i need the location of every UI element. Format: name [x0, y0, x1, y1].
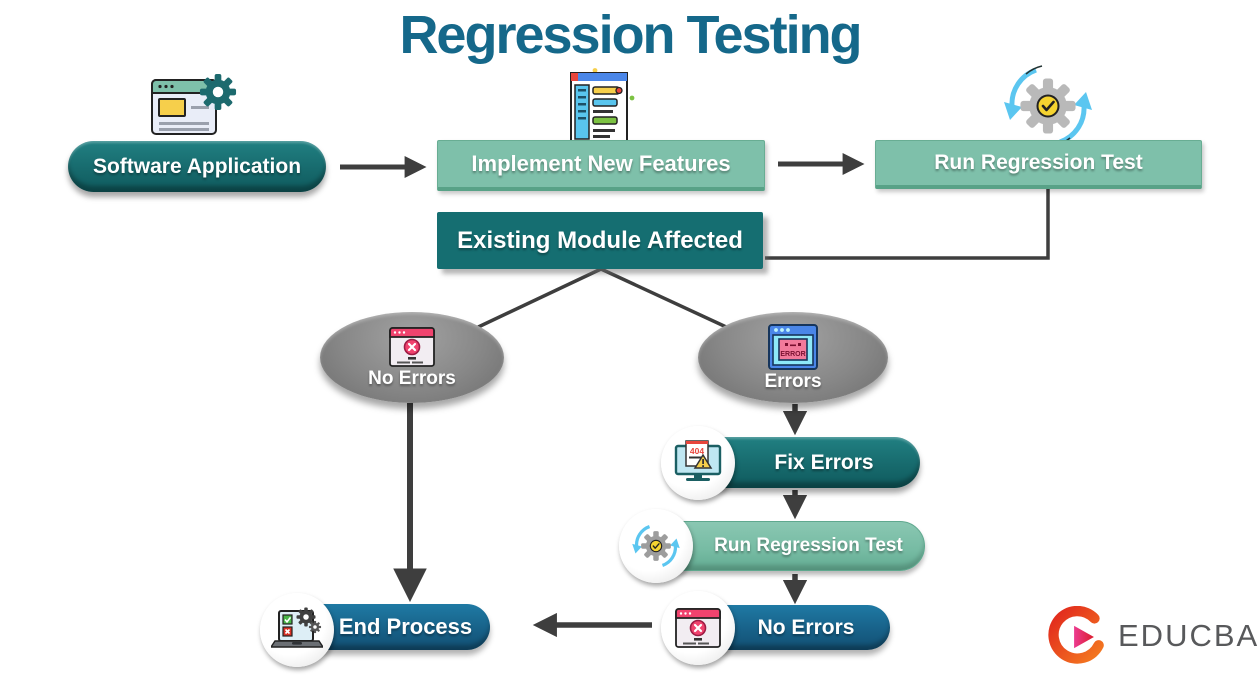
run-regression-again-icon-circle — [619, 509, 693, 583]
gear-icon — [199, 73, 237, 111]
ellipse-no-errors: No Errors — [320, 312, 504, 403]
regression-cycle-icon — [632, 525, 680, 567]
educba-logo-icon — [1048, 606, 1104, 664]
node-label: End Process — [338, 614, 473, 639]
ellipse-label: No Errors — [368, 368, 456, 389]
end-process-icon-circle — [260, 593, 334, 667]
node-implement-new-features: Implement New Features — [437, 140, 765, 191]
node-label: Run Regression Test — [714, 535, 903, 556]
software-application-icon — [151, 73, 237, 135]
error-text: ERROR — [780, 351, 805, 358]
node-label: Software Application — [92, 154, 302, 178]
page-title: Regression Testing — [399, 5, 862, 65]
no-errors-icon-circle — [661, 591, 735, 665]
implement-features-icon — [570, 68, 635, 148]
connector-runtest-to-existing — [765, 188, 1050, 260]
node-label: No Errors — [757, 615, 855, 639]
ellipse-errors: ERROR Errors — [698, 312, 888, 403]
node-label: Run Regression Test — [934, 151, 1143, 174]
node-label: Implement New Features — [471, 151, 731, 176]
node-run-regression-test-again: Run Regression Test — [656, 521, 925, 571]
ellipse-label: Errors — [764, 371, 822, 392]
node-label: Fix Errors — [774, 450, 874, 474]
code-404-text: 404 — [690, 446, 704, 456]
node-label: Existing Module Affected — [457, 226, 743, 254]
error-window-icon — [675, 608, 721, 648]
fix-errors-icon-circle: 404 — [661, 426, 735, 500]
end-process-icon — [271, 607, 323, 648]
node-software-application: Software Application — [68, 141, 326, 192]
fix-404-icon: 404 — [674, 440, 722, 481]
gear-icon — [308, 620, 322, 634]
run-regression-test-icon — [1004, 65, 1092, 147]
educba-brand-text: EDUCBA — [1118, 618, 1260, 653]
node-run-regression-test: Run Regression Test — [875, 140, 1202, 189]
error-window-icon — [389, 327, 435, 367]
node-existing-module-affected: Existing Module Affected — [437, 212, 763, 269]
error-browser-icon: ERROR — [768, 324, 818, 370]
